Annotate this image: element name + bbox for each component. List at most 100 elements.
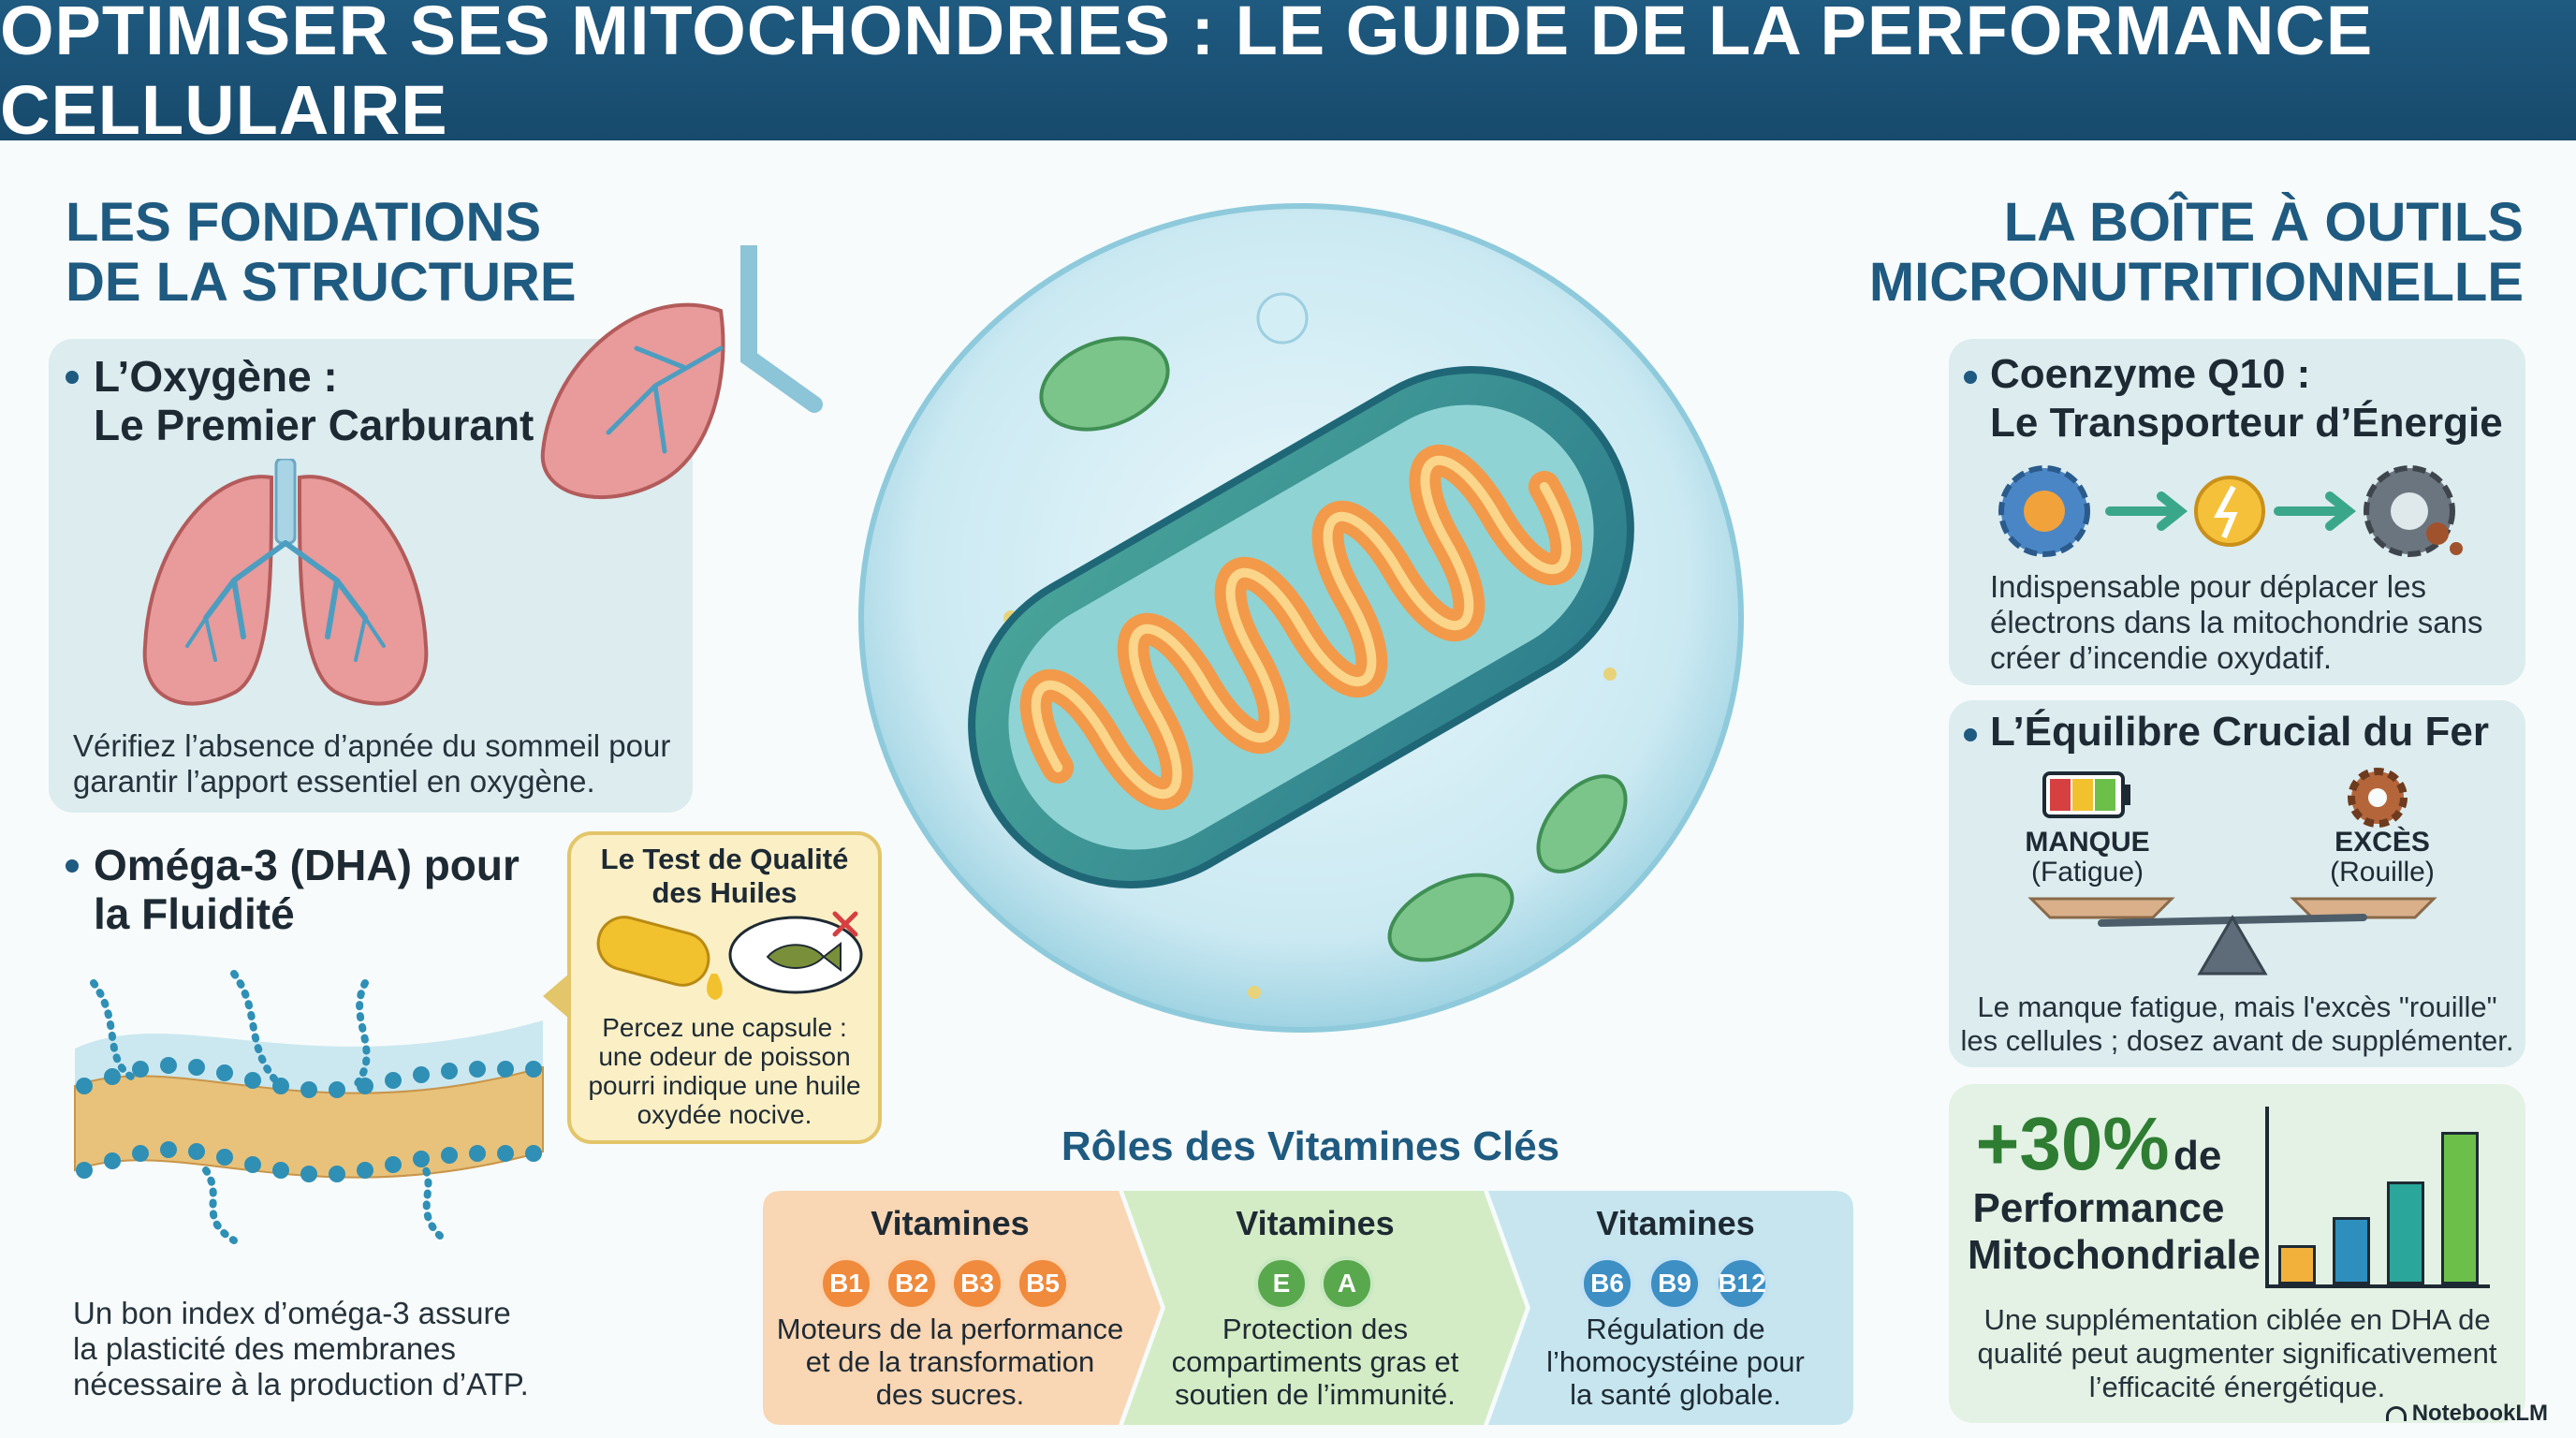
iron-text: Le manque fatigue, mais l'excès "rouille… bbox=[1949, 990, 2525, 1058]
vitamins-desc-line: Moteurs de la performance bbox=[776, 1313, 1124, 1345]
iron-right-sub: (Rouille) bbox=[2330, 857, 2435, 888]
left-section-title-line1: LES FONDATIONS bbox=[66, 192, 542, 253]
omega-title-line1: Oméga-3 (DHA) pour bbox=[94, 841, 520, 889]
vitamin-pill-b1: B1 bbox=[819, 1256, 873, 1311]
vitamins-desc: Protection des compartiments gras et sou… bbox=[1133, 1313, 1498, 1411]
oil-test-title-line1: Le Test de Qualité bbox=[600, 843, 849, 875]
oil-test-text-line4: oxydée nocive. bbox=[637, 1100, 812, 1129]
performance-line3: Mitochondriale bbox=[1968, 1232, 2261, 1278]
notebooklm-logo-icon bbox=[2385, 1406, 2407, 1421]
vitamins-desc-line: compartiments gras et bbox=[1171, 1345, 1459, 1378]
performance-de: de bbox=[2173, 1133, 2222, 1179]
bullet-dot bbox=[1964, 728, 1977, 741]
vitamins-desc: Moteurs de la performance et de la trans… bbox=[763, 1313, 1137, 1411]
callout-pointer bbox=[543, 974, 569, 1019]
vitamin-pill-e: E bbox=[1254, 1256, 1309, 1311]
iron-title: L’Équilibre Crucial du Fer bbox=[1990, 709, 2489, 755]
vitamin-pill-b5: B5 bbox=[1016, 1256, 1070, 1311]
vitamins-desc-line: la santé globale. bbox=[1570, 1378, 1781, 1411]
vitamin-pill-b2: B2 bbox=[885, 1256, 939, 1311]
iron-card bbox=[1949, 700, 2525, 1067]
coq10-text-line3: créer d’incendie oxydatif. bbox=[1990, 640, 2333, 675]
capsule-fish-icon bbox=[596, 911, 863, 1000]
vitamins-desc: Régulation de l’homocystéine pour la san… bbox=[1498, 1313, 1853, 1411]
lung-lobe-icon bbox=[540, 245, 823, 499]
iron-text-line2: les cellules ; dosez avant de supplément… bbox=[1960, 1024, 2514, 1057]
vitamins-desc-line: soutien de l’immunité. bbox=[1175, 1378, 1456, 1411]
lungs-icon bbox=[142, 459, 429, 706]
energy-flow-icon bbox=[1998, 465, 2463, 557]
performance-heading: +30% de Performance Mitochondriale bbox=[1968, 1102, 2261, 1279]
performance-text-line1: Une supplémentation ciblée en DHA de bbox=[1983, 1303, 2491, 1336]
performance-bar bbox=[2278, 1245, 2316, 1284]
oil-test-text-line1: Percez une capsule : bbox=[602, 1013, 847, 1042]
right-section-title-line2: MICRONUTRITIONNELLE bbox=[1868, 252, 2524, 313]
vitamins-desc-line: Régulation de bbox=[1586, 1313, 1765, 1345]
right-section-title: LA BOÎTE À OUTILS MICRONUTRITIONNELLE bbox=[1869, 193, 2524, 313]
vitamins-heading: Vitamines bbox=[1596, 1204, 1755, 1242]
vitamin-pill-b6: B6 bbox=[1580, 1256, 1634, 1311]
coq10-title-line1: Coenzyme Q10 : bbox=[1990, 351, 2311, 397]
title-banner: OPTIMISER SES MITOCHONDRIES : LE GUIDE D… bbox=[0, 0, 2576, 149]
performance-card bbox=[1949, 1084, 2525, 1423]
performance-line2: Performance bbox=[1972, 1185, 2225, 1231]
performance-text-line3: l’efficacité énergétique. bbox=[2088, 1371, 2386, 1403]
vitamins-desc-line: Protection des bbox=[1222, 1313, 1409, 1345]
vitamins-desc-line: l’homocystéine pour bbox=[1546, 1345, 1805, 1378]
vitamins-group-b: Vitamines B1 B2 B3 B5 Moteurs de la perf… bbox=[763, 1191, 1137, 1425]
rusty-gear-icon bbox=[2348, 768, 2408, 828]
performance-bar-chart bbox=[2265, 1107, 2490, 1288]
omega-title-line2: la Fluidité bbox=[94, 889, 295, 938]
vitamins-title: Rôles des Vitamines Clés bbox=[1061, 1123, 1560, 1169]
coq10-title-line2: Le Transporteur d’Énergie bbox=[1990, 400, 2503, 446]
bullet-dot bbox=[66, 859, 79, 873]
omega-text: Un bon index d’oméga-3 assure la plastic… bbox=[73, 1296, 529, 1402]
oxygen-text-line1: Vérifiez l’absence d’apnée du sommeil po… bbox=[73, 728, 671, 763]
left-section-title-line2: DE LA STRUCTURE bbox=[66, 252, 577, 313]
oil-test-text-line2: une odeur de poisson bbox=[598, 1042, 851, 1071]
oil-test-title: Le Test de Qualité des Huiles bbox=[567, 843, 882, 910]
vitamins-heading: Vitamines bbox=[1236, 1204, 1395, 1242]
brand: NotebookLM bbox=[2385, 1401, 2548, 1427]
omega-text-line2: la plasticité des membranes bbox=[73, 1331, 457, 1366]
omega-title: Oméga-3 (DHA) pour la Fluidité bbox=[94, 841, 520, 938]
oxygen-text-line2: garantir l’apport essentiel en oxygène. bbox=[73, 764, 595, 799]
performance-text-line2: qualité peut augmenter significativement bbox=[1977, 1337, 2497, 1370]
left-section-title: LES FONDATIONS DE LA STRUCTURE bbox=[66, 193, 577, 313]
omega-text-line3: nécessaire à la production d’ATP. bbox=[73, 1367, 529, 1401]
iron-right-label: EXCÈS (Rouille) bbox=[2312, 828, 2452, 888]
oxygen-title-line1: L’Oxygène : bbox=[94, 352, 338, 401]
iron-left-sub: (Fatigue) bbox=[2030, 857, 2144, 888]
bullet-dot bbox=[66, 371, 79, 384]
performance-percent: +30% bbox=[1975, 1102, 2170, 1185]
coq10-text-line1: Indispensable pour déplacer les bbox=[1990, 569, 2426, 604]
iron-left-label: MANQUE (Fatigue) bbox=[2012, 828, 2162, 888]
brand-label: NotebookLM bbox=[2411, 1401, 2548, 1426]
oxygen-title-line2: Le Premier Carburant bbox=[94, 401, 534, 449]
oil-test-text-line3: pourri indique une huile bbox=[588, 1071, 861, 1100]
vitamins-heading: Vitamines bbox=[871, 1204, 1030, 1242]
vitamin-pill-a: A bbox=[1320, 1256, 1374, 1311]
performance-text: Une supplémentation ciblée en DHA de qua… bbox=[1949, 1303, 2525, 1404]
iron-left-label-text: MANQUE bbox=[2025, 827, 2150, 858]
iron-right-label-text: EXCÈS bbox=[2334, 827, 2430, 858]
vitamins-arrows bbox=[763, 1191, 1853, 1425]
balance-scale-icon bbox=[2027, 897, 2437, 976]
vitamins-group-b-complex: Vitamines B6 B9 B12 Régulation de l’homo… bbox=[1498, 1191, 1853, 1425]
page-title: OPTIMISER SES MITOCHONDRIES : LE GUIDE D… bbox=[0, 0, 2374, 149]
coq10-text: Indispensable pour déplacer les électron… bbox=[1990, 569, 2482, 676]
omega-text-line1: Un bon index d’oméga-3 assure bbox=[73, 1296, 511, 1330]
vitamins-desc-line: et de la transformation bbox=[805, 1345, 1095, 1378]
performance-bar bbox=[2333, 1217, 2370, 1284]
performance-bar bbox=[2441, 1132, 2479, 1284]
coq10-title: Coenzyme Q10 : Le Transporteur d’Énergie bbox=[1990, 350, 2503, 448]
oxygen-text: Vérifiez l’absence d’apnée du sommeil po… bbox=[73, 728, 670, 800]
right-section-title-line1: LA BOÎTE À OUTILS bbox=[2003, 192, 2524, 253]
performance-bar bbox=[2387, 1181, 2424, 1284]
mitochondrion-illustration bbox=[858, 203, 1744, 1033]
vitamins-group-ea: Vitamines E A Protection des compartimen… bbox=[1133, 1191, 1498, 1425]
bullet-dot bbox=[1964, 371, 1977, 384]
iron-text-line1: Le manque fatigue, mais l'excès "rouille… bbox=[1977, 990, 2497, 1023]
vitamin-pill-b12: B12 bbox=[1715, 1256, 1769, 1311]
vitamin-pill-b9: B9 bbox=[1647, 1256, 1702, 1311]
